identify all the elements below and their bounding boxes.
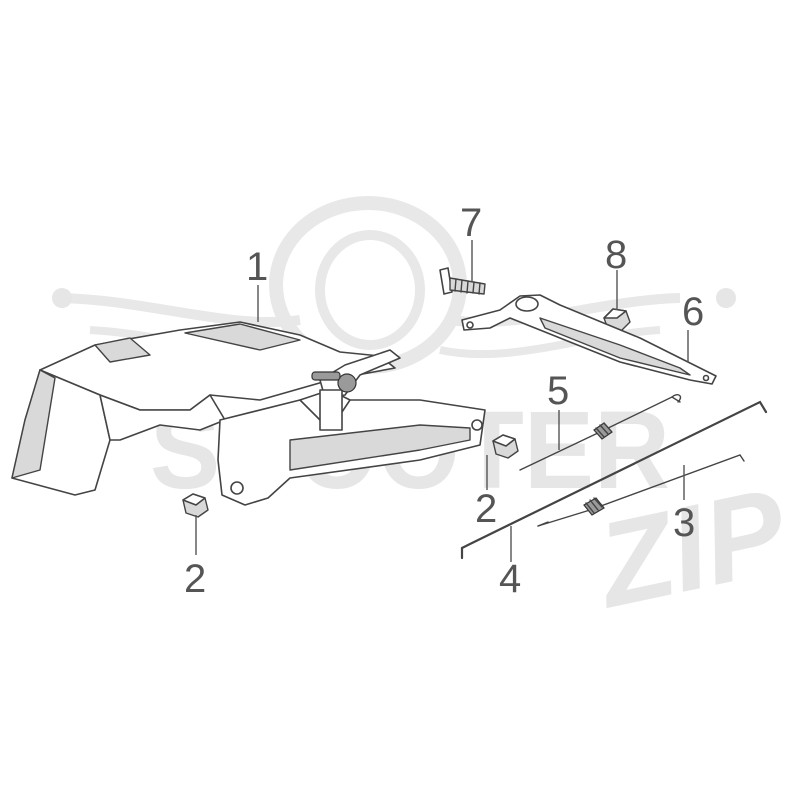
callout-6: 6 [682, 290, 704, 334]
callout-3: 3 [673, 501, 695, 545]
callout-1: 1 [246, 245, 268, 289]
part-5-spring-rod [519, 394, 682, 471]
callout-2-left: 2 [184, 557, 206, 601]
part-2-bolt-right [492, 434, 519, 459]
part-6-lever-arm [461, 294, 717, 385]
callout-8: 8 [605, 233, 627, 277]
callouts: 1 2 2 3 4 5 6 7 8 [184, 201, 704, 601]
callout-5: 5 [547, 369, 569, 413]
watermark-dot-right [716, 288, 736, 308]
part-7-screw [439, 267, 486, 295]
part-2-bolt-left [182, 493, 209, 518]
callout-7: 7 [460, 201, 482, 245]
callout-2-right: 2 [475, 487, 497, 531]
part-1-rear-fender [11, 321, 486, 506]
part-4-long-rod [460, 400, 768, 560]
part-3-rod [537, 454, 745, 527]
callout-4: 4 [499, 557, 521, 601]
watermark-dot-left [52, 288, 72, 308]
leader-lines [195, 240, 689, 562]
